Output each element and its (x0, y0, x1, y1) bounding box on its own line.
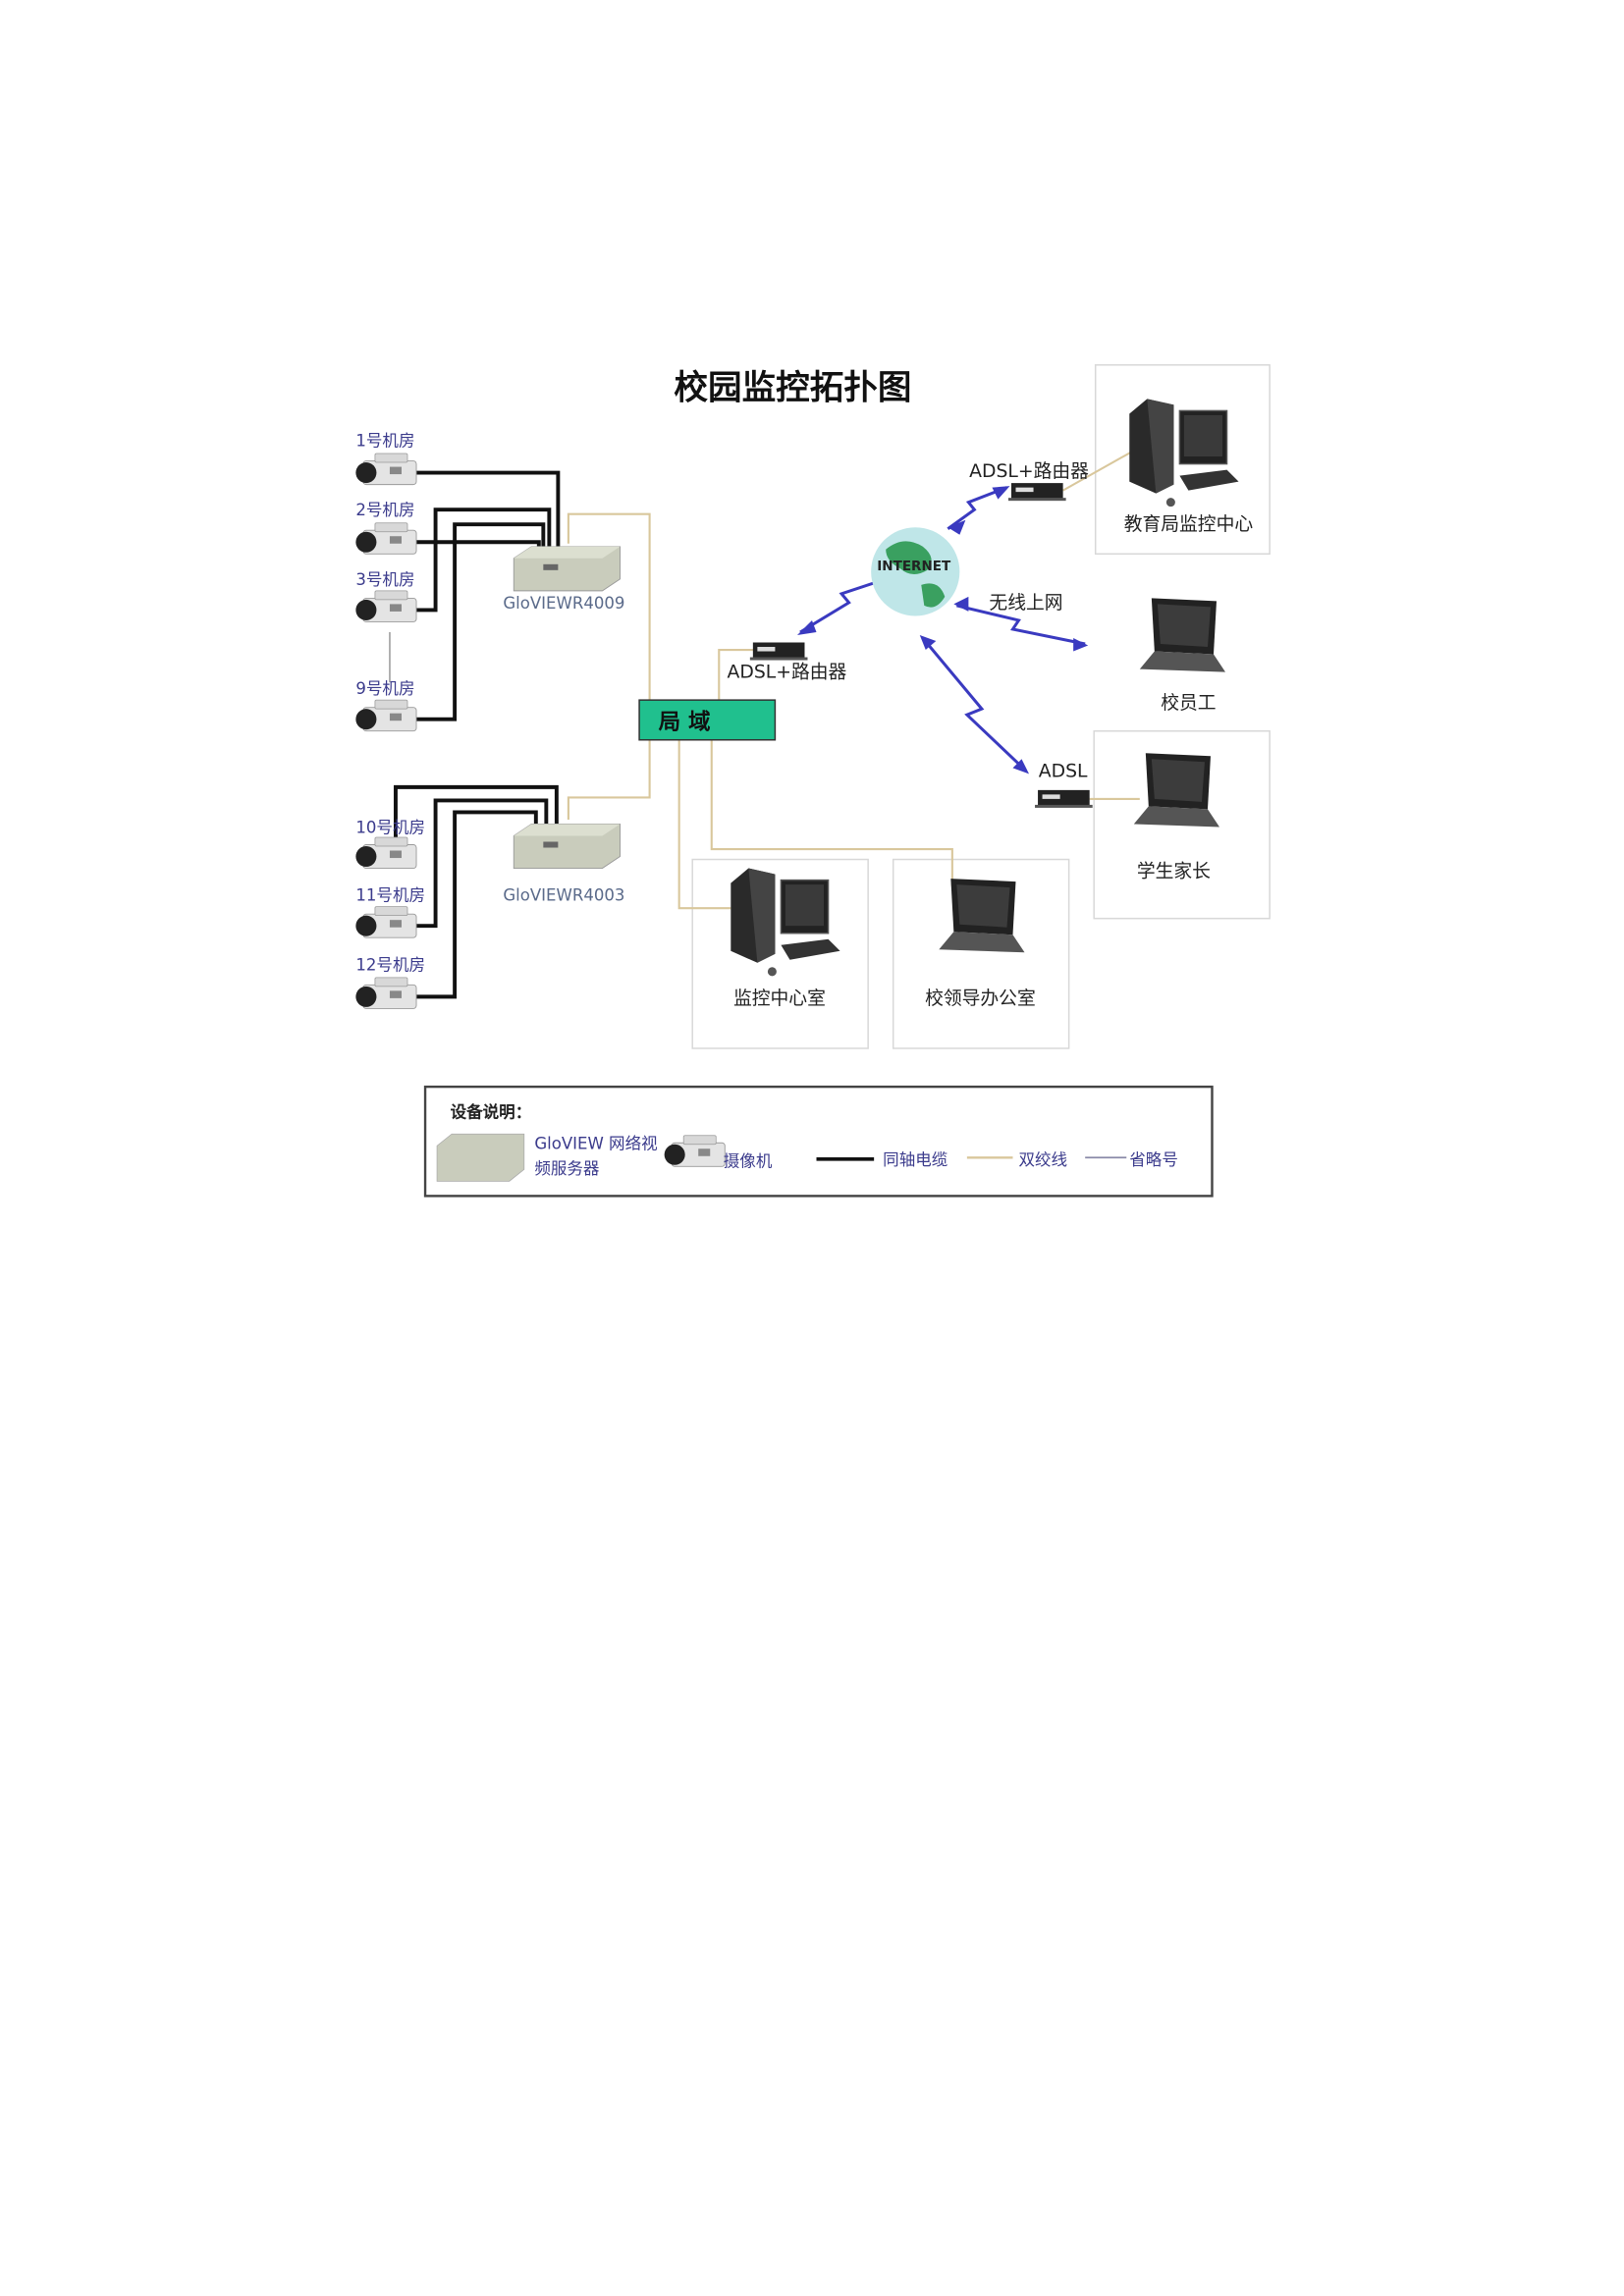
camera-9: 9号机房 (354, 679, 417, 732)
camera-icon (354, 699, 417, 732)
room-label: 校员工 (1161, 692, 1216, 714)
router-local: ADSL+路由器 (728, 642, 847, 683)
wireless-label: 无线上网 (989, 592, 1062, 614)
legend-camera-label: 摄像机 (724, 1151, 773, 1170)
wireless-links (796, 486, 1089, 774)
router-icon (1035, 789, 1093, 808)
legend-ellipsis-label: 省略号 (1129, 1150, 1178, 1169)
camera-3: 3号机房 (354, 570, 417, 623)
camera-label: 1号机房 (355, 432, 414, 451)
internet-globe: INTERNET (871, 527, 960, 616)
camera-label: 9号机房 (355, 679, 414, 698)
legend-twisted-pair-label: 双绞线 (1019, 1150, 1068, 1169)
camera-icon (354, 977, 417, 1010)
internet-label: INTERNET (877, 559, 951, 574)
monitor-center-room: 监控中心室 (730, 867, 841, 1009)
server-r4009: GloVIEWR4009 (503, 546, 624, 613)
legend: 设备说明： GloVIEW 网络视 频服务器 摄像机 同轴电缆 双绞线 省略号 (423, 1085, 1214, 1198)
laptop-icon (1139, 598, 1226, 672)
bureau-monitor-center: ADSL+路由器 教育局监控中心 (969, 398, 1254, 535)
room-label: 学生家长 (1137, 861, 1211, 882)
server-r4003: GloVIEWR4003 (503, 823, 624, 905)
room-label: 教育局监控中心 (1124, 513, 1254, 535)
camera-icon (354, 590, 417, 623)
camera-2: 2号机房 (354, 501, 417, 556)
camera-11: 11号机房 (354, 886, 425, 938)
camera-label: 11号机房 (355, 886, 425, 905)
room-label: 校领导办公室 (925, 988, 1036, 1009)
camera-label: 2号机房 (355, 501, 414, 519)
camera-10: 10号机房 (354, 818, 425, 870)
camera-label: 10号机房 (355, 818, 425, 836)
staff-laptop: 校员工 (1139, 598, 1226, 714)
lan-label: 局 域 (659, 709, 711, 735)
room-label: 监控中心室 (733, 988, 826, 1009)
coax-cables-upper (410, 470, 561, 721)
lan-switch: 局 域 (638, 699, 777, 741)
diagram-title: 校园监控拓扑图 (674, 368, 911, 407)
video-server-icon (513, 823, 622, 870)
legend-title: 设备说明： (451, 1102, 532, 1122)
router-label: ADSL+路由器 (969, 460, 1089, 482)
legend-coax-label: 同轴电缆 (883, 1150, 947, 1169)
camera-icon (354, 905, 417, 938)
server-label: GloVIEWR4009 (503, 594, 624, 613)
camera-icon (354, 836, 417, 870)
parents: ADSL 学生家长 (1035, 753, 1220, 882)
camera-label: 12号机房 (355, 955, 425, 974)
video-server-icon (513, 546, 622, 592)
router-label: ADSL (1039, 761, 1088, 781)
router-icon (1007, 483, 1066, 502)
camera-icon (354, 521, 417, 556)
router-icon (749, 642, 808, 661)
camera-12: 12号机房 (354, 955, 425, 1010)
principal-office-room: 校领导办公室 (925, 879, 1036, 1009)
camera-label: 3号机房 (355, 570, 414, 589)
legend-server-icon (436, 1133, 525, 1182)
twisted-pair-links (567, 450, 1140, 910)
legend-server-label-line2: 频服务器 (534, 1159, 600, 1178)
router-label: ADSL+路由器 (728, 662, 847, 683)
legend-server-label-line1: GloVIEW 网络视 (534, 1134, 657, 1152)
camera-1: 1号机房 (354, 432, 417, 486)
camera-icon (354, 453, 417, 486)
server-label: GloVIEWR4003 (503, 886, 624, 905)
